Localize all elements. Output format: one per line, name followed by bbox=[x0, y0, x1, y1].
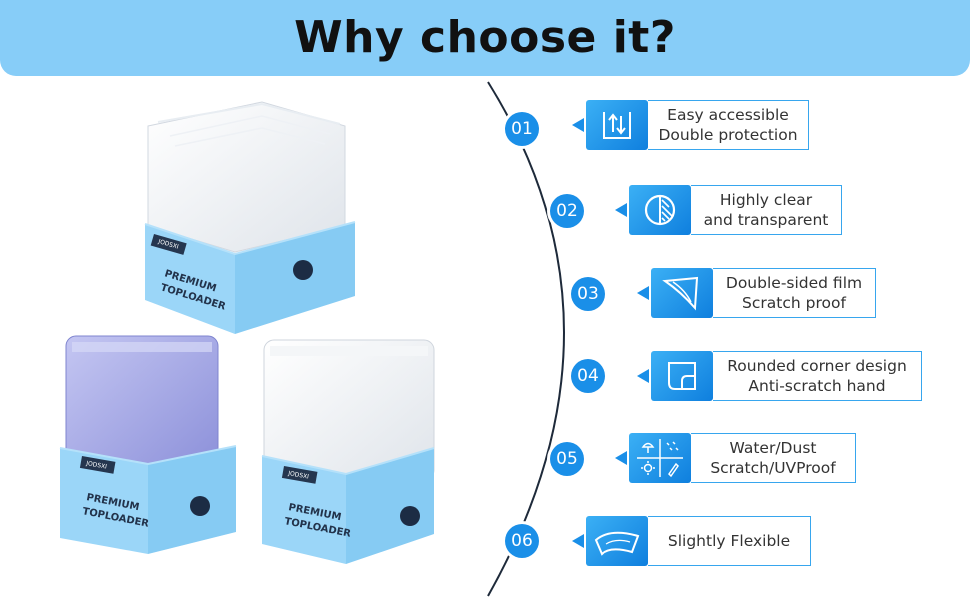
feature-06-line1: Slightly Flexible bbox=[667, 532, 791, 550]
feature-05-line2: Scratch/UVProof bbox=[710, 459, 836, 477]
step-number-04: 04 bbox=[571, 359, 605, 393]
feature-03-line1: Double-sided film bbox=[725, 274, 863, 292]
step-number-03: 03 bbox=[571, 277, 605, 311]
rounded-corner-icon bbox=[651, 351, 713, 401]
feature-02-line1: Highly clear bbox=[719, 191, 813, 209]
product-photos: JODSXI PREMIUM TOPLOADER JODSXI PREMIUM … bbox=[59, 101, 435, 564]
svg-text:JODSXI: JODSXI bbox=[85, 460, 108, 471]
step-number-01: 01 bbox=[505, 112, 539, 146]
feature-01-line2: Double protection bbox=[658, 126, 798, 144]
transparency-circle-icon bbox=[629, 185, 691, 235]
step-number-06: 06 bbox=[505, 524, 539, 558]
step-number-05: 05 bbox=[550, 442, 584, 476]
step-number-02: 02 bbox=[550, 194, 584, 228]
film-sheet-icon bbox=[651, 268, 713, 318]
timeline-arc bbox=[487, 81, 565, 597]
toploader-stack-white: JODSXI PREMIUM TOPLOADER bbox=[261, 339, 435, 564]
feature-03-line2: Scratch proof bbox=[742, 294, 846, 312]
feature-05-line1: Water/Dust bbox=[729, 439, 817, 457]
feature-04-line2: Anti-scratch hand bbox=[748, 377, 886, 395]
toploader-stack-purple: JODSXI PREMIUM TOPLOADER bbox=[59, 335, 237, 554]
title-banner bbox=[0, 0, 970, 76]
feature-02-line2: and transparent bbox=[703, 211, 829, 229]
feature-01-line1: Easy accessible bbox=[667, 106, 789, 124]
flexible-card-icon bbox=[586, 516, 648, 566]
svg-text:JODSXI: JODSXI bbox=[287, 470, 310, 481]
toploader-stack-top: JODSXI PREMIUM TOPLOADER bbox=[144, 101, 356, 334]
weather-grid-icon bbox=[629, 433, 691, 483]
arrows-up-down-icon bbox=[586, 100, 648, 150]
page-title: Why choose it? bbox=[294, 12, 676, 63]
feature-04-line1: Rounded corner design bbox=[727, 357, 907, 375]
